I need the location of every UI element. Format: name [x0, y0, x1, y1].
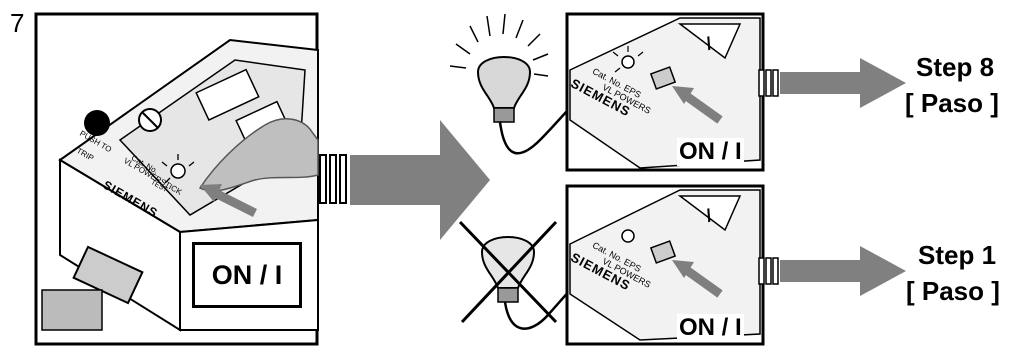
- next-step-es-bottom: [ Paso ]: [906, 276, 1000, 306]
- transition-arrow-bottom: [758, 246, 906, 296]
- on-label-top: ON / I: [677, 138, 744, 166]
- next-step-es-top: [ Paso ]: [905, 88, 999, 118]
- next-step-top: Step 8: [916, 52, 995, 82]
- device-illustration-bottom: /: [569, 189, 761, 341]
- next-step-bottom: Step 1: [918, 240, 997, 270]
- transition-arrow-main: [319, 120, 490, 240]
- device-illustration-top: /: [569, 17, 761, 169]
- transition-arrow-top: [758, 58, 906, 108]
- pointer-arrow-main: [200, 184, 258, 218]
- svg-text:/: /: [704, 33, 714, 54]
- on-label-bottom: ON / I: [677, 314, 744, 342]
- finger-illustration: [198, 118, 319, 192]
- on-button-label: ON / I: [192, 242, 302, 308]
- step-number: 7: [10, 8, 25, 38]
- svg-text:/: /: [704, 205, 714, 226]
